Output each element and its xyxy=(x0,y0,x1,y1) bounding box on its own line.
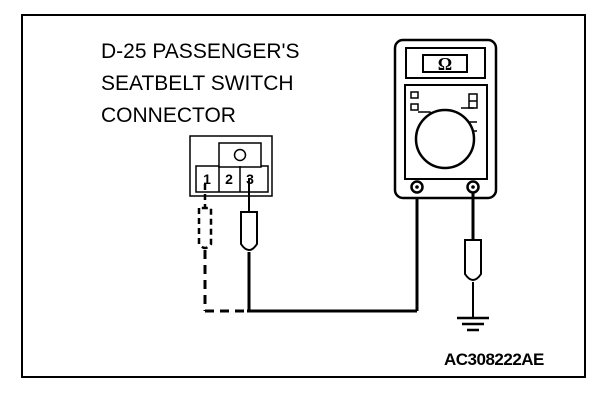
probe-pin-1-dashed xyxy=(197,184,247,313)
connector-title-line-1: D-25 PASSENGER'S xyxy=(101,40,300,63)
seatbelt-switch-connector: 1 2 3 xyxy=(189,135,273,197)
ground-probe xyxy=(464,193,482,309)
ground-symbol-icon xyxy=(457,309,489,332)
pin-2-label: 2 xyxy=(225,171,233,187)
ohm-symbol: Ω xyxy=(438,54,452,74)
connector-title-line-2: SEATBELT SWITCH xyxy=(101,72,294,95)
connector-title-line-3: CONNECTOR xyxy=(101,104,236,127)
figure-code: AC308222AE xyxy=(444,350,544,369)
diagram-frame xyxy=(21,14,586,378)
probe-pin-3 xyxy=(240,178,419,313)
pin-3-label: 3 xyxy=(246,171,254,187)
pin-1-label: 1 xyxy=(203,171,211,187)
multimeter: Ω xyxy=(393,38,498,200)
